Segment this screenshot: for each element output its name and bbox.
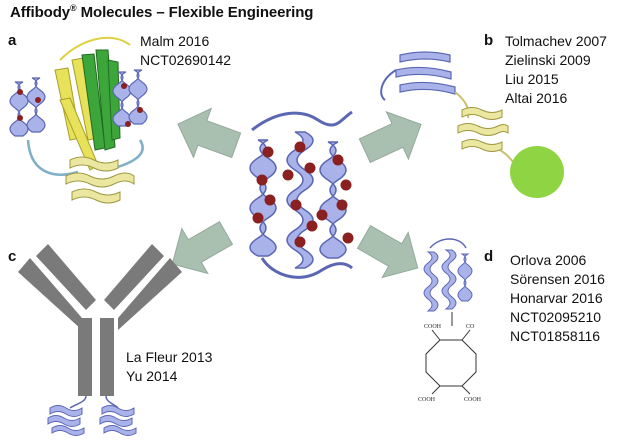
panel-c-antibody [18,244,182,396]
refs-panel-b: Tolmachev 2007 Zielinski 2009 Liu 2015 A… [505,32,607,108]
refs-panel-d: Orlova 2006 Sörensen 2016 Honarvar 2016 … [510,251,605,346]
title-prefix: Affibody [10,4,71,21]
ref-item: Liu 2015 [505,71,559,87]
chelator-label: COOH [424,324,442,330]
ref-item: NCT02095210 [510,309,602,325]
ref-item: Honarvar 2016 [510,290,603,306]
central-affibody-structure [249,110,354,279]
panel-d-structure: COOH CO COOH COOH [418,238,482,403]
refs-panel-c: La Fleur 2013 Yu 2014 [126,348,212,386]
ref-item: Yu 2014 [126,368,178,384]
panel-b-structure [380,51,564,198]
ref-item: Tolmachev 2007 [505,33,607,49]
ref-item: NCT02690142 [140,52,232,68]
arrow-to-panel-d [350,213,432,292]
ref-item: Orlova 2006 [510,252,587,268]
panel-letter-b: b [484,32,494,49]
dota-chelator-ring [425,329,477,395]
chelator-label: CO [466,324,475,330]
chelator-label: COOH [464,397,482,403]
ref-item: Altai 2016 [505,90,568,106]
arrow-to-panel-a [168,99,246,171]
albumin-sphere [510,146,564,198]
arrow-to-panel-b [353,100,433,175]
ref-item: La Fleur 2013 [126,349,213,365]
figure-title: Affibody® Molecules – Flexible Engineeri… [10,3,313,21]
panel-letter-c: c [8,248,17,265]
panel-a-structure [9,36,148,204]
registered-mark: ® [70,3,77,13]
refs-panel-a: Malm 2016 NCT02690142 [140,32,231,70]
ref-item: Malm 2016 [140,33,210,49]
panel-c-affibody-fusions [47,405,137,436]
chelator-label: COOH [418,397,436,403]
title-suffix: Molecules – Flexible Engineering [76,4,314,21]
ref-item: Sörensen 2016 [510,271,605,287]
panel-letter-d: d [484,248,494,265]
panel-letter-a: a [8,32,17,49]
ref-item: Zielinski 2009 [505,52,591,68]
ref-item: NCT01858116 [510,328,601,344]
